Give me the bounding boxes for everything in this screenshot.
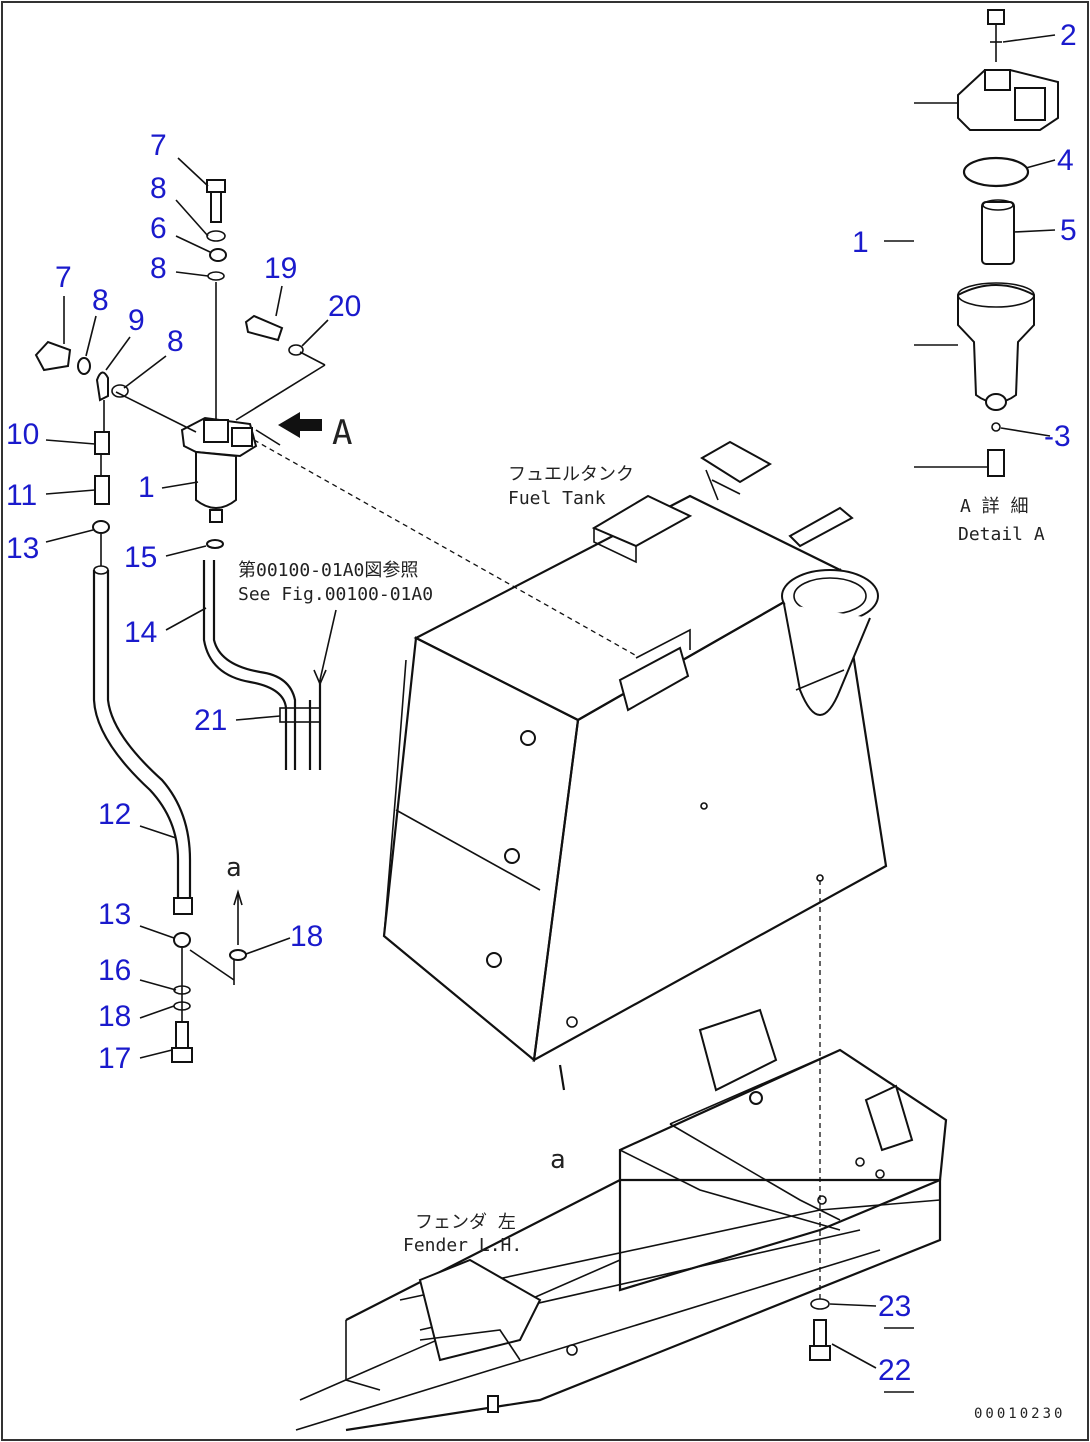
callout-20: 20 — [328, 290, 361, 323]
callout-2: 2 — [1060, 19, 1077, 52]
fitting-10 — [94, 431, 110, 455]
callout-17: 17 — [98, 1042, 131, 1075]
fuel-filter-assembly — [34, 179, 322, 1063]
fuel-tank-en: Fuel Tank — [508, 488, 606, 509]
detail-label-en: Detail A — [958, 524, 1045, 545]
fender-plate — [618, 1048, 948, 1292]
ref-a-upper: a — [226, 853, 242, 883]
callout-21: 21 — [194, 704, 227, 737]
callout-8-a: 8 — [150, 172, 167, 205]
tank-side — [532, 568, 888, 1063]
callout-18-a: 18 — [98, 1000, 131, 1033]
callout-23: 23 — [878, 1290, 911, 1323]
callout-10: 10 — [6, 418, 39, 451]
fender-jp: フェンダ 左 — [415, 1212, 516, 1233]
callout-8-b: 8 — [150, 252, 167, 285]
callout-15: 15 — [124, 541, 157, 574]
bolt-22 — [813, 1319, 827, 1349]
callout-3: -3 — [1044, 420, 1071, 453]
callout-4: 4 — [1057, 144, 1074, 177]
adapter-11 — [94, 475, 110, 505]
callout-6: 6 — [150, 212, 167, 245]
chassis-frame — [295, 1008, 948, 1432]
filter-element — [981, 201, 1015, 265]
detail-a-group — [884, 9, 1059, 477]
callout-7-left: 7 — [55, 261, 72, 294]
detail-label-jp: A 詳 細 — [960, 496, 1029, 517]
callout-1-main: 1 — [138, 471, 155, 504]
callout-22: 22 — [878, 1354, 911, 1387]
view-letter: A — [332, 413, 352, 453]
callout-19: 19 — [264, 252, 297, 285]
ref-a-lower: a — [550, 1145, 566, 1175]
callout-8-d: 8 — [167, 325, 184, 358]
see-fig-en: See Fig.00100-01A0 — [238, 584, 433, 605]
hose-14 — [212, 560, 297, 770]
callout-16: 16 — [98, 954, 131, 987]
washer-23 — [810, 1298, 830, 1310]
filter-bowl-main — [195, 450, 237, 509]
callout-5: 5 — [1060, 214, 1077, 247]
callout-11: 11 — [6, 479, 37, 512]
drawing-number: 00010230 — [974, 1406, 1065, 1422]
hose-12 — [92, 570, 180, 900]
fender-en: Fender L.H. — [403, 1235, 522, 1256]
callout-18-b: 18 — [290, 920, 323, 953]
view-arrow — [278, 412, 322, 438]
drain-valve — [987, 449, 1005, 477]
callout-1-detail: 1 — [852, 226, 869, 259]
callout-8-c: 8 — [92, 284, 109, 317]
callout-7-top: 7 — [150, 129, 167, 162]
filter-bowl — [957, 284, 1035, 404]
fuel-tank-jp: フュエルタンク — [508, 464, 634, 485]
tank-front — [382, 636, 580, 1063]
callout-14: 14 — [124, 616, 157, 649]
bolt-top — [206, 179, 226, 193]
drain-plug-top — [987, 9, 1005, 25]
bolt-17 — [175, 1021, 189, 1051]
callout-9: 9 — [128, 304, 145, 337]
callout-13-b: 13 — [98, 898, 131, 931]
see-fig-jp: 第00100-01A0図参照 — [238, 560, 418, 581]
callout-12: 12 — [98, 798, 131, 831]
fuel-tank — [382, 440, 888, 1091]
o-ring — [962, 156, 1030, 188]
bolt-19 — [244, 314, 284, 342]
bolt-left — [34, 340, 72, 372]
callout-13-a: 13 — [6, 532, 39, 565]
